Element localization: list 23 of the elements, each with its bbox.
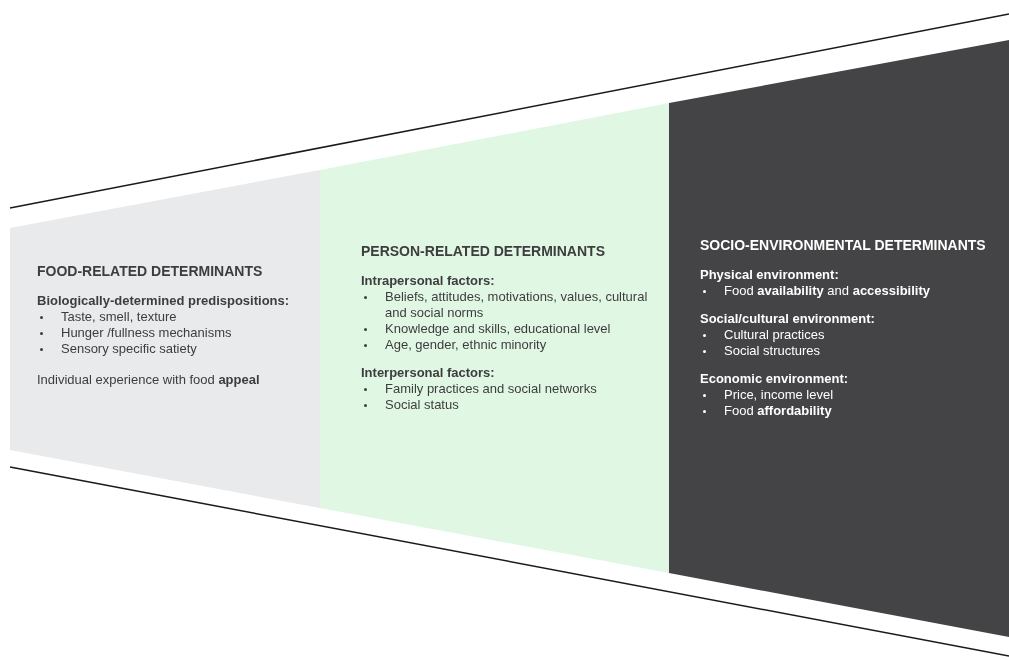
bullet-item: Age, gender, ethnic minority — [361, 337, 661, 353]
subheading: Interpersonal factors: — [361, 365, 496, 381]
subheading: Economic environment: — [700, 371, 850, 387]
bullet-item: Price, income level — [700, 387, 1009, 403]
bullet-item: Social structures — [700, 343, 1009, 359]
bullet-item: Knowledge and skills, educational level — [361, 321, 661, 337]
subheading: Social/cultural environment: — [700, 311, 876, 327]
section-heading: FOOD-RELATED DETERMINANTS — [37, 263, 264, 279]
funnel-section — [10, 170, 320, 508]
section-heading: PERSON-RELATED DETERMINANTS — [361, 243, 606, 259]
bullet-item: Beliefs, attitudes, motivations, values, cultural and social norms — [361, 289, 661, 321]
bullet-item: Cultural practices — [700, 327, 1009, 343]
section-heading: SOCIO-ENVIRONMENTAL DETERMINANTS — [700, 237, 987, 253]
bullet-item: Social status — [361, 397, 661, 413]
bullet-item: Food affordability — [700, 403, 1009, 419]
subheading: Physical environment: — [700, 267, 840, 283]
funnel-section — [320, 103, 669, 573]
bullet-item: Food availability and accessibility — [700, 283, 1009, 299]
subheading: Biologically-determined predispositions: — [37, 293, 291, 309]
bullet-item: Family practices and social networks — [361, 381, 661, 397]
body-text: Individual experience with food appeal — [37, 371, 261, 389]
subheading: Intrapersonal factors: — [361, 273, 496, 289]
funnel-section — [669, 40, 1009, 637]
